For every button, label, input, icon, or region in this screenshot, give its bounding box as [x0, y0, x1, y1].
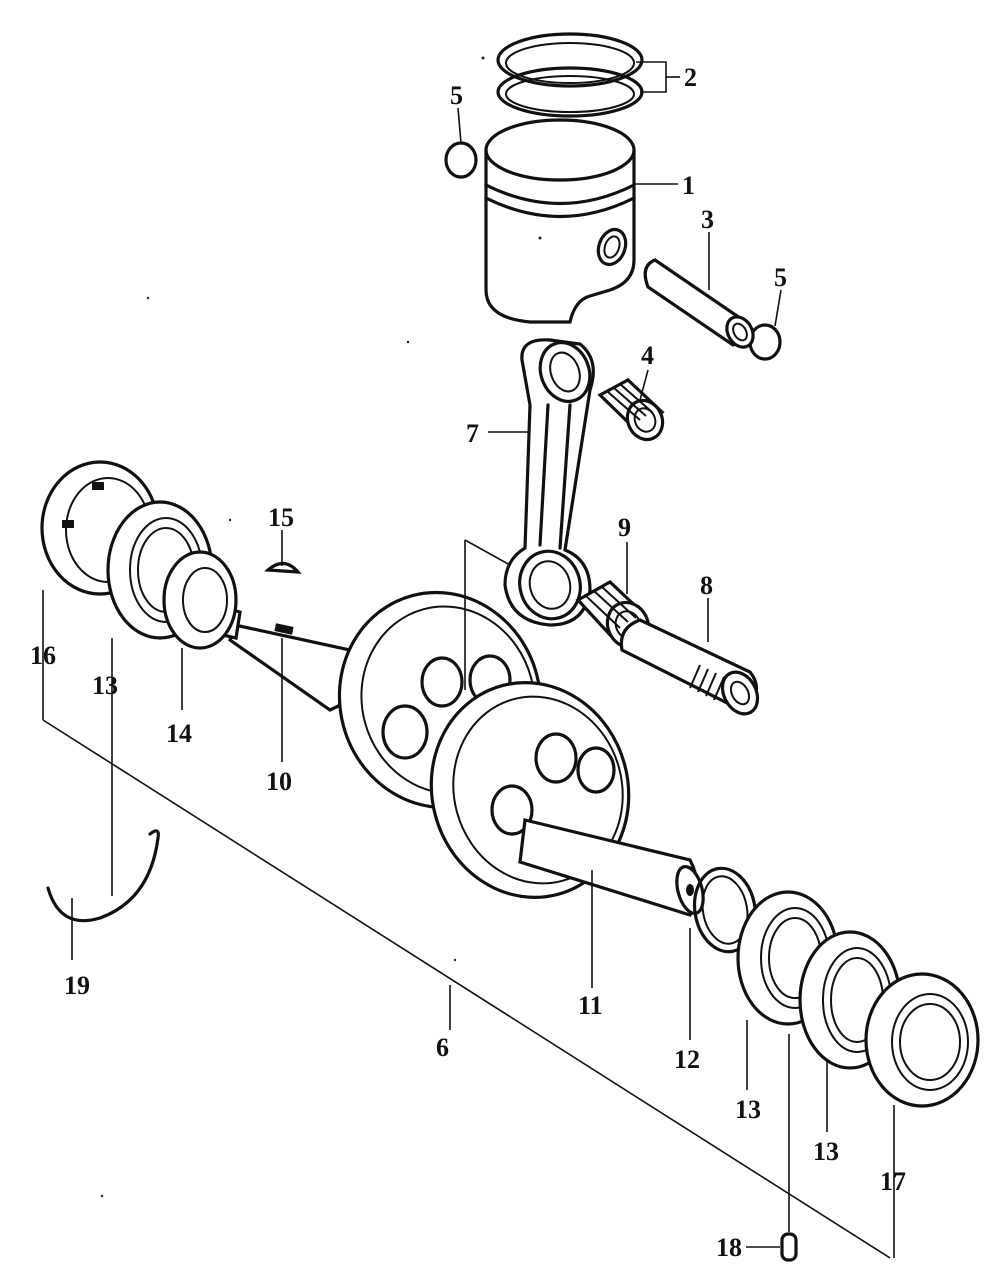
callout-10: 10: [266, 767, 292, 796]
callout-19: 19: [64, 971, 90, 1000]
dowel-pin: [780, 1232, 798, 1262]
callout-13-mid: 13: [735, 1095, 761, 1124]
callout-11: 11: [578, 991, 603, 1020]
callout-13-left: 13: [92, 671, 118, 700]
callout-18: 18: [716, 1233, 742, 1262]
callout-6: 6: [436, 1033, 449, 1062]
oil-seal-right: [864, 972, 980, 1108]
retaining-ring: [46, 829, 160, 923]
circlip-left: [444, 141, 478, 179]
callout-16: 16: [30, 641, 56, 670]
callout-4: 4: [641, 341, 654, 370]
woodruff-key: [264, 561, 302, 574]
callout-2: 2: [684, 63, 697, 92]
piston: [484, 118, 636, 324]
callout-14: 14: [166, 719, 192, 748]
callout-13-right: 13: [813, 1137, 839, 1166]
callout-7: 7: [466, 419, 479, 448]
callout-labels: 2 1 3 5 5 4 7 9 8 15 16 13 14 10 19 11 6…: [30, 63, 906, 1262]
callout-1: 1: [682, 171, 695, 200]
callout-3: 3: [701, 205, 714, 234]
scan-specks: [100, 56, 542, 1198]
callout-12: 12: [674, 1045, 700, 1074]
callout-9: 9: [618, 513, 631, 542]
bearing-left-inner: [162, 550, 238, 650]
callout-17: 17: [880, 1167, 906, 1196]
callout-5-right: 5: [774, 263, 787, 292]
leader-lines: [42, 61, 895, 1259]
connecting-rod: [503, 338, 595, 627]
shim: [692, 866, 758, 954]
circlip-right: [748, 323, 782, 361]
callout-8: 8: [700, 571, 713, 600]
callout-5-left: 5: [450, 81, 463, 110]
callout-15: 15: [268, 503, 294, 532]
crankshaft-assembly: [190, 590, 705, 917]
crank-pin: [619, 618, 760, 716]
piston-pin: [643, 258, 755, 349]
piston-rings: [496, 32, 644, 118]
small-end-bearing: [597, 378, 665, 442]
